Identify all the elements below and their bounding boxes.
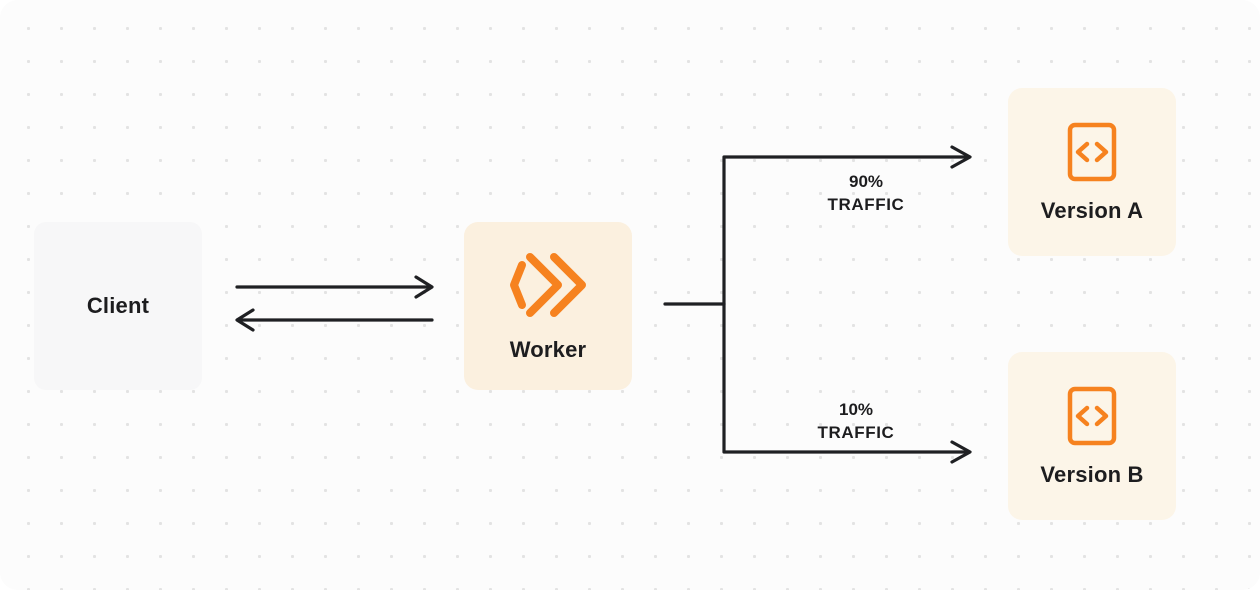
worker-label: Worker (509, 337, 587, 362)
version-a-label: Version A (1040, 198, 1144, 223)
traffic-top-word: TRAFFIC (827, 195, 905, 214)
node-worker: Worker (464, 222, 632, 390)
traffic-bottom-word: TRAFFIC (817, 423, 895, 442)
code-file-icon (1063, 120, 1121, 184)
node-version-a: Version A (1008, 88, 1176, 256)
node-client: Client (34, 222, 202, 390)
traffic-label-bottom: 10% TRAFFIC (786, 398, 926, 444)
traffic-bottom-percent: 10% (838, 400, 874, 419)
worker-to-client-arrow (235, 308, 434, 332)
client-label: Client (86, 293, 150, 318)
code-file-icon (1063, 384, 1121, 448)
traffic-top-percent: 90% (848, 172, 884, 191)
version-b-label: Version B (1040, 462, 1144, 487)
workers-double-chevron-icon (500, 249, 596, 321)
traffic-label-top: 90% TRAFFIC (796, 170, 936, 216)
node-version-b: Version B (1008, 352, 1176, 520)
client-to-worker-arrow (235, 275, 434, 299)
